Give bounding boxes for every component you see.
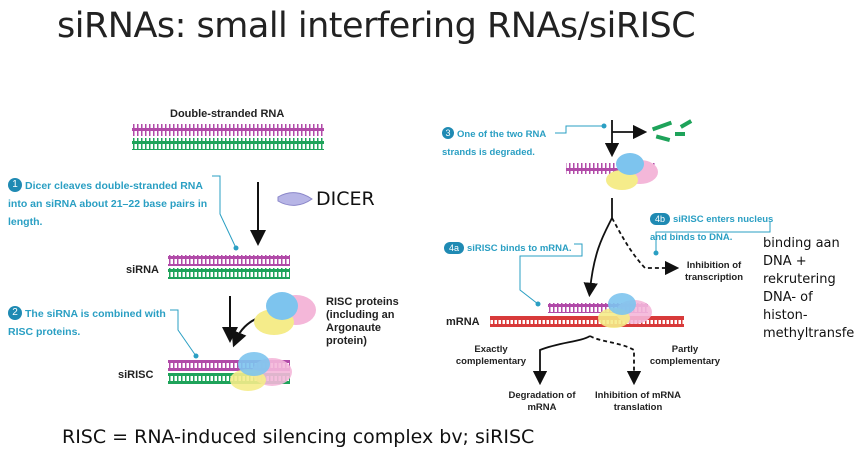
sirna-label: siRNA	[126, 264, 160, 276]
arrow-degradation	[532, 335, 591, 386]
mrna-label: mRNA	[446, 316, 480, 328]
risc-proteins-label: RISC proteins (including an Argonaute pr…	[326, 296, 399, 347]
inhibition-translation-label: Inhibition of mRNA translation	[594, 390, 681, 413]
dicer-icon	[277, 192, 313, 206]
step1-number: 1	[8, 177, 22, 192]
arrow-translation-inhibition	[589, 335, 642, 386]
side-note: binding aan DNA + rekrutering DNA- of hi…	[763, 236, 855, 341]
inhibition-transcription-label: Inhibition of transcription	[684, 260, 744, 283]
step4a-text: siRISC binds to mRNA.	[467, 243, 572, 254]
mrna-strand	[490, 293, 684, 328]
step1-text: Dicer cleaves double-stranded RNA into a…	[8, 180, 208, 228]
step2-text: The siRNA is combined with RISC proteins…	[8, 308, 166, 338]
exactly-complementary-label: Exactly complementary	[455, 344, 527, 367]
callout-dot-4b	[653, 250, 659, 256]
sirisc-complex	[168, 352, 292, 391]
arrow-to-mrna	[583, 198, 613, 298]
callout-dot-3	[601, 123, 607, 129]
ds-rna-label: Double-stranded RNA	[170, 108, 285, 120]
footer-definition: RISC = RNA-induced silencing complex bv;…	[62, 426, 535, 448]
callout-line-4b	[655, 222, 771, 252]
dicer-label: DICER	[316, 188, 375, 210]
step3-number: 3	[442, 126, 454, 139]
callout-line-3	[555, 125, 604, 134]
slide-title: siRNAs: small interfering RNAs/siRISC	[57, 6, 696, 46]
degradation-label: Degradation of mRNA	[508, 390, 576, 413]
single-strand-risc	[566, 153, 658, 190]
sirna-duplex	[168, 255, 290, 279]
degraded-strand-icon	[651, 119, 693, 143]
risc-proteins-icon	[254, 292, 316, 335]
sirisc-label: siRISC	[118, 369, 154, 381]
step4b-number: 4b	[650, 213, 670, 225]
callout-dot-2	[193, 353, 199, 359]
callout-dot-1	[233, 245, 239, 251]
callout-dot-4a	[535, 301, 541, 307]
partly-complementary-label: Partly complementary	[649, 344, 721, 367]
step2-number: 2	[8, 305, 22, 320]
step3-text: One of the two RNA strands is degraded.	[442, 129, 546, 158]
double-stranded-rna	[132, 124, 324, 150]
callout-line-2	[170, 309, 197, 357]
step4a-number: 4a	[444, 242, 464, 254]
callout-line-1	[212, 175, 237, 249]
step4b-text: siRISC enters nucleus and binds to DNA.	[650, 214, 774, 243]
callout-line-4a	[519, 243, 583, 305]
